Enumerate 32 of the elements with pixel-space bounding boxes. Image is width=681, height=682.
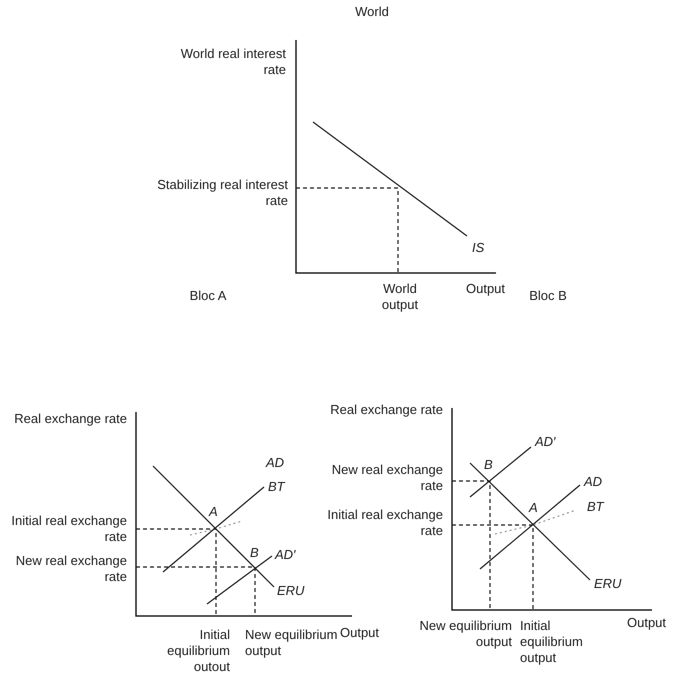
axis-label: New real exchange rate bbox=[330, 462, 443, 494]
axis-label: Output bbox=[466, 281, 506, 297]
axis-label: Real exchange rate bbox=[329, 402, 443, 418]
axis-label: New equilibrium output bbox=[245, 627, 338, 659]
axis-label: Output bbox=[627, 615, 668, 631]
curve-label: AD bbox=[266, 455, 286, 471]
point-label: A bbox=[529, 500, 539, 516]
curve-label: ERU bbox=[594, 576, 622, 592]
axis-label: Output bbox=[340, 625, 380, 641]
curve-label: ERU bbox=[277, 583, 306, 599]
point-label: A bbox=[209, 504, 219, 520]
axis-label: New real exchange rate bbox=[14, 553, 127, 585]
axis-label: Initial real exchange rate bbox=[326, 507, 443, 539]
point-label: B bbox=[484, 457, 494, 473]
axis-label: Initial equilibrium outout bbox=[166, 627, 230, 675]
axis-label: Real exchange rate bbox=[13, 411, 127, 427]
point-label: B bbox=[250, 545, 260, 561]
axis-label: New equilibrium output bbox=[418, 618, 512, 650]
curve-label: AD bbox=[584, 474, 604, 490]
axis-label: Initial real exchange rate bbox=[10, 513, 127, 545]
curve-label: AD′ bbox=[275, 547, 297, 563]
axis-label: Initial equilibrium output bbox=[520, 618, 584, 666]
curve-label: IS bbox=[472, 240, 486, 256]
axis-label: World output bbox=[380, 281, 420, 313]
curve-label: BT bbox=[268, 479, 286, 495]
curve-label: AD′ bbox=[535, 434, 557, 450]
axis-label: Stabilizing real interest rate bbox=[156, 177, 288, 209]
panel-title: Bloc B bbox=[528, 288, 568, 304]
panel-title: Bloc A bbox=[188, 288, 228, 304]
panel-title: World bbox=[354, 4, 390, 20]
axis-label: World real interest rate bbox=[180, 46, 286, 78]
curve-label: BT bbox=[587, 499, 606, 515]
